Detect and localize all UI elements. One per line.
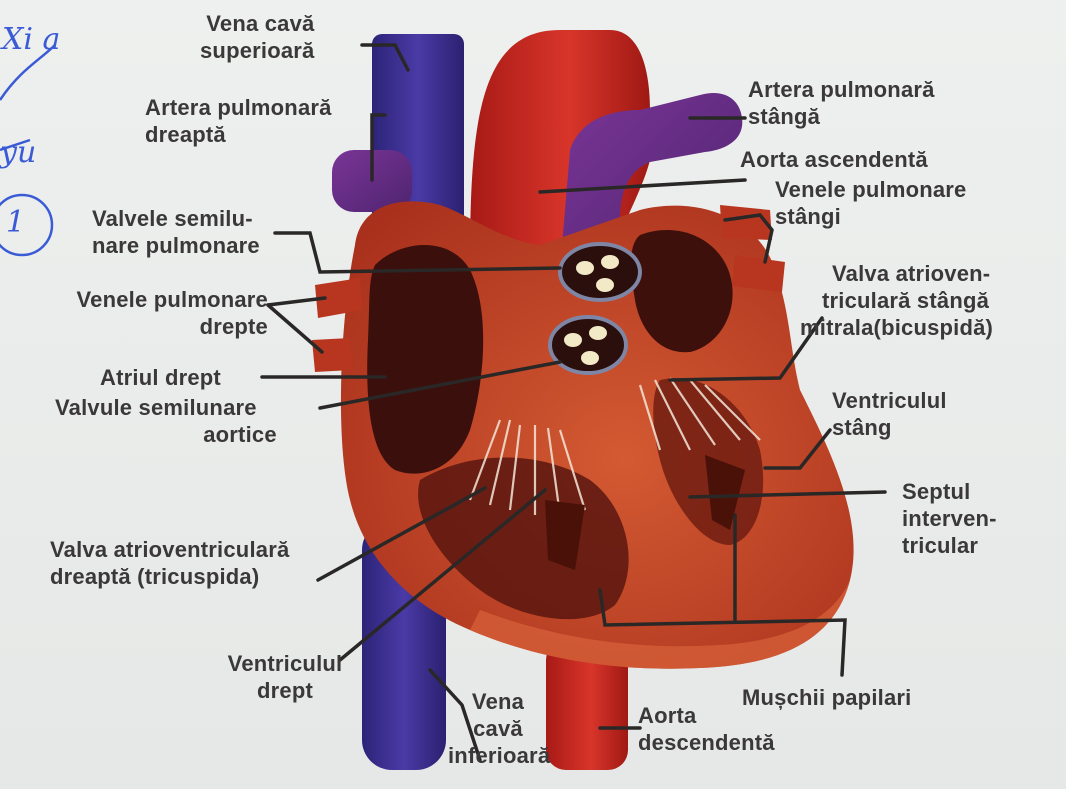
label-valva-atrioventriculara-dreapta: Valva atrioventricularădreaptă (tricuspi… [50, 536, 289, 590]
aortic-semilunar-valve [550, 317, 626, 373]
label-valvule-semilunare-aortice: Valvule semilunare aortice [55, 394, 425, 448]
label-vena-cava-inferioara: Venacavăinferioară [448, 688, 548, 769]
label-septul-interventricular: Septulinterven-tricular [902, 478, 997, 559]
label-valva-atrioventriculara-stanga: Valva atrioven- triculară stângă mitrala… [800, 260, 993, 341]
label-venele-pulmonare-drepte: Venele pulmonaredrepte [10, 286, 268, 340]
label-muschii-papilari: Mușchii papilari [742, 684, 911, 711]
label-artera-pulmonara-dreapta: Artera pulmonarădreaptă [145, 94, 332, 148]
label-aorta-ascendenta: Aorta ascendentă [740, 146, 928, 173]
label-ventriculul-drept: Ventricululdrept [200, 650, 370, 704]
pulmonary-semilunar-valve [560, 244, 640, 300]
margin-note-2: yu [0, 135, 36, 170]
label-venele-pulmonare-stangi: Venele pulmonarestângi [775, 176, 967, 230]
margin-note-1: Xi a [2, 22, 60, 57]
label-valvele-semilunare-pulmonare: Valvele semilu-nare pulmonare [92, 205, 260, 259]
label-atriul-drept: Atriul drept [100, 364, 221, 391]
label-artera-pulmonara-stanga: Artera pulmonarăstângă [748, 76, 935, 130]
label-vena-cava-superioara: Vena cavăsuperioară [200, 10, 315, 64]
label-ventriculul-stang: Ventricululstâng [832, 387, 947, 441]
margin-note-3: 1 [6, 205, 25, 240]
